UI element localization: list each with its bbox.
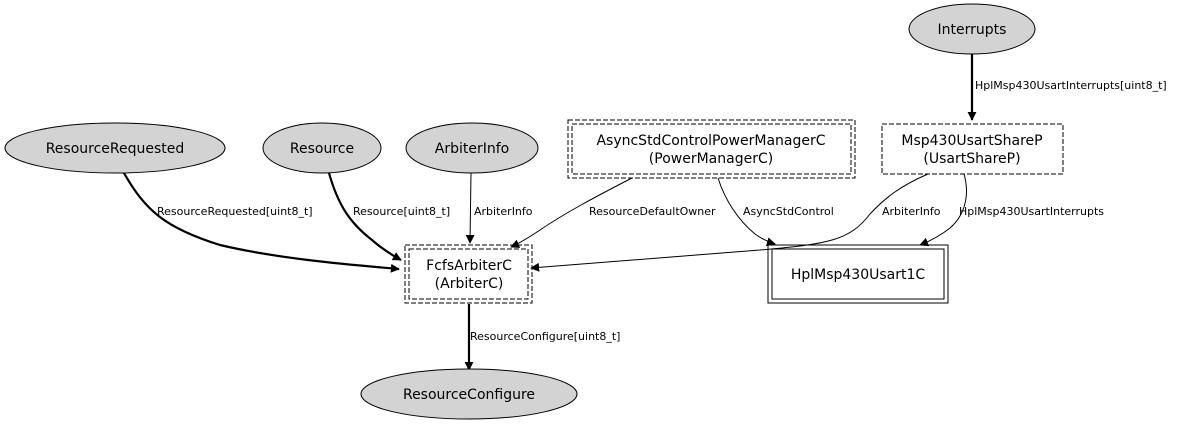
node-arbiter-info[interactable]: ArbiterInfo [405, 122, 539, 174]
node-usart-share-alias: (UsartShareP) [923, 151, 1020, 167]
edge-label-async-std-control: AsyncStdControl [743, 205, 834, 218]
node-interrupts-label: Interrupts [938, 22, 1007, 38]
edge-interrupts-to-share: HplMsp430UsartInterrupts[uint8_t] [967, 54, 1167, 121]
node-fcfs-arbiter[interactable]: FcfsArbiterC (ArbiterC) [404, 244, 533, 304]
edge-resource-requested-to-arbiter: ResourceRequested[uint8_t] [123, 172, 400, 273]
edge-label-resource: Resource[uint8_t] [353, 205, 450, 218]
node-interrupts[interactable]: Interrupts [908, 3, 1036, 55]
node-resource-configure[interactable]: ResourceConfigure [360, 368, 578, 420]
edge-label-arbiterinfo-a: ArbiterInfo [474, 205, 533, 218]
node-hpl-usart-label: HplMsp430Usart1C [791, 267, 926, 283]
node-power-manager-alias: (PowerManagerC) [649, 151, 773, 167]
node-usart-share-name: Msp430UsartShareP [901, 133, 1042, 149]
node-arbiter-info-label: ArbiterInfo [435, 141, 509, 157]
node-hpl-usart[interactable]: HplMsp430Usart1C [767, 244, 949, 304]
edge-arbiter-to-resource-configure: ResourceConfigure[uint8_t] [464, 304, 620, 371]
node-resource-requested-label: ResourceRequested [46, 141, 185, 157]
edge-share-to-hpl: HplMsp430UsartInterrupts [919, 173, 1104, 247]
node-resource-requested[interactable]: ResourceRequested [4, 122, 226, 174]
node-resource-configure-label: ResourceConfigure [403, 387, 535, 403]
edge-share-to-arbiter: ArbiterInfo [530, 173, 941, 272]
node-fcfs-arbiter-alias: (ArbiterC) [435, 276, 504, 292]
edge-label-resource-configure: ResourceConfigure[uint8_t] [470, 330, 620, 343]
edge-label-resource-default-owner: ResourceDefaultOwner [589, 205, 716, 218]
edge-arbiterinfo-to-arbiter: ArbiterInfo [465, 172, 533, 244]
edge-resource-to-arbiter: Resource[uint8_t] [327, 172, 450, 261]
node-resource[interactable]: Resource [262, 122, 382, 174]
edge-label-resource-requested: ResourceRequested[uint8_t] [157, 205, 313, 218]
edge-powermanager-to-arbiter: ResourceDefaultOwner [510, 177, 716, 248]
edge-label-hpl-interrupts-param: HplMsp430UsartInterrupts[uint8_t] [975, 79, 1167, 92]
node-power-manager-name: AsyncStdControlPowerManagerC [596, 133, 825, 149]
edge-powermanager-to-hpl: AsyncStdControl [717, 177, 834, 247]
node-fcfs-arbiter-name: FcfsArbiterC [426, 258, 512, 274]
node-usart-share[interactable]: Msp430UsartShareP (UsartShareP) [881, 123, 1064, 175]
node-power-manager[interactable]: AsyncStdControlPowerManagerC (PowerManag… [567, 119, 856, 179]
edge-label-hpl-usart-interrupts: HplMsp430UsartInterrupts [959, 205, 1104, 218]
edge-label-arbiterinfo-b: ArbiterInfo [882, 205, 941, 218]
node-resource-label: Resource [290, 141, 354, 157]
